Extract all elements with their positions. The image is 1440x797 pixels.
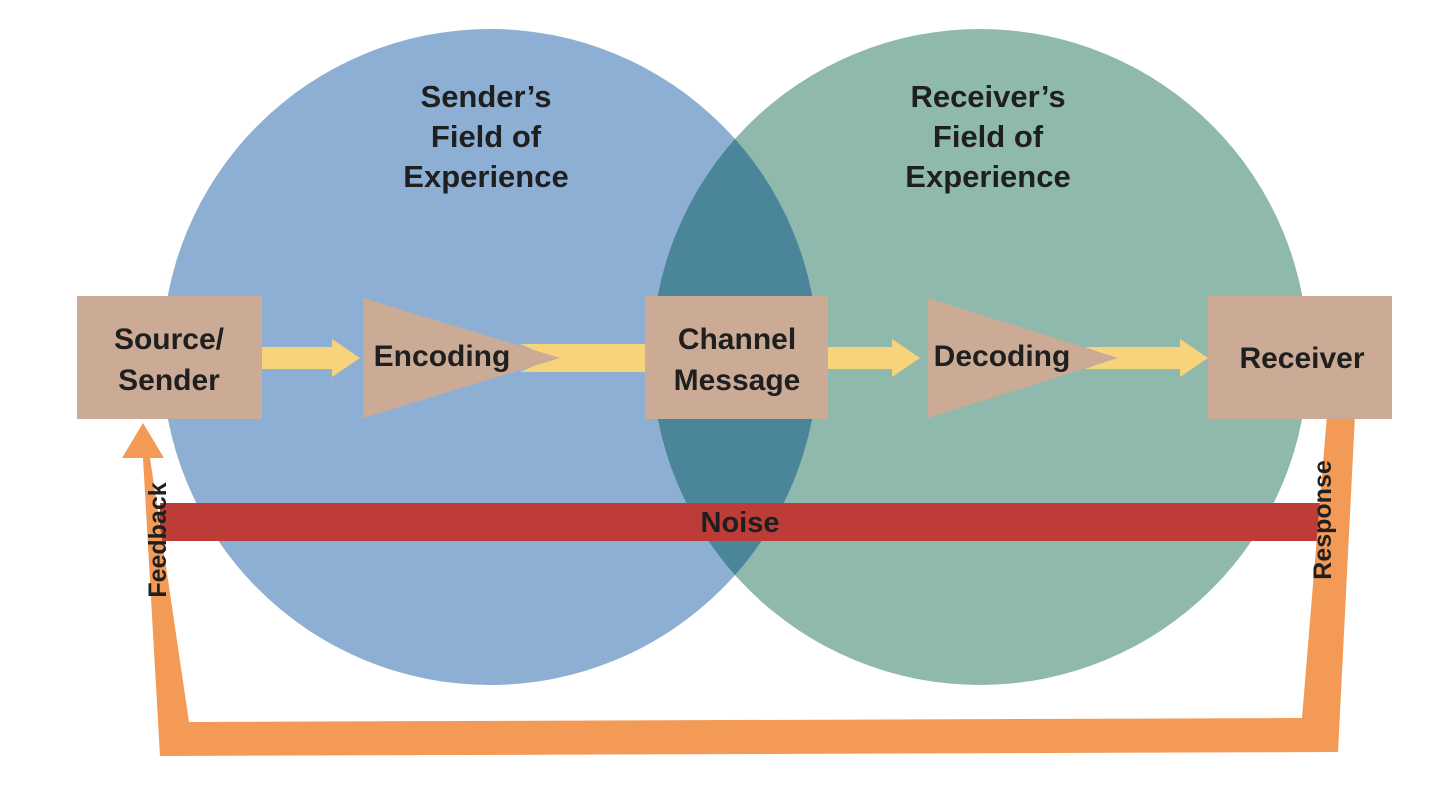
channel-label-line1: Channel	[678, 323, 796, 356]
source-sender-box	[77, 296, 262, 419]
receiver-field-title-line1: Receiver’s	[910, 79, 1065, 114]
channel-message-box	[645, 296, 828, 419]
channel-to-decoding-arrow	[828, 339, 920, 377]
response-label: Response	[1309, 460, 1337, 580]
source-to-encoding-arrow	[262, 339, 360, 377]
receiver-box	[1208, 296, 1392, 419]
decoding-triangle	[928, 298, 1118, 418]
channel-label-line2: Message	[674, 364, 801, 397]
encoding-label: Encoding	[374, 340, 511, 373]
noise-bar	[160, 503, 1322, 541]
source-label-line2: Sender	[118, 364, 220, 397]
feedback-loop-arrow	[122, 415, 1355, 756]
sender-field-title-line3: Experience	[403, 159, 568, 194]
receiver-label: Receiver	[1239, 342, 1364, 375]
decoding-label: Decoding	[934, 340, 1071, 373]
noise-label: Noise	[701, 507, 780, 539]
feedback-label: Feedback	[144, 482, 172, 597]
decoding-to-receiver-arrow	[1085, 339, 1208, 377]
encoding-to-channel-arrow	[520, 344, 645, 372]
sender-field-title-line1: Sender’s	[421, 79, 552, 114]
receiver-field-title-line3: Experience	[905, 159, 1070, 194]
sender-field-title-line2: Field of	[431, 119, 542, 154]
source-label-line1: Source/	[114, 323, 225, 356]
receiver-field-title-line2: Field of	[933, 119, 1044, 154]
encoding-triangle	[363, 298, 560, 418]
